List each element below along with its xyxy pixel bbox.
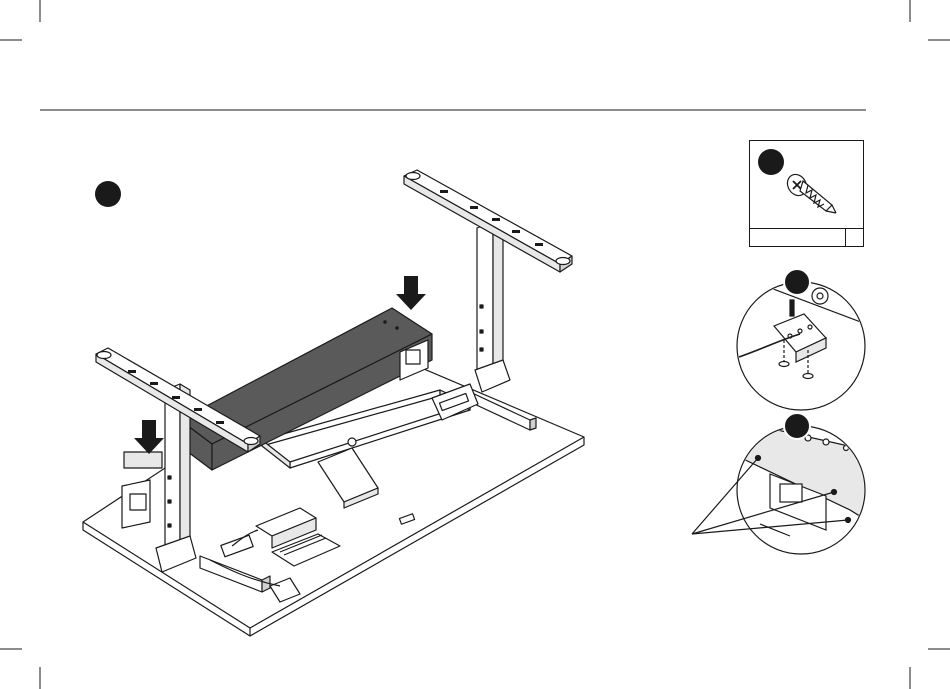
parts-quantity-row [750, 228, 863, 246]
control-box [122, 480, 150, 528]
down-arrow-near [134, 420, 164, 454]
parts-quantity-cell [845, 229, 863, 246]
wood-screw-icon [750, 141, 863, 229]
main-assembly-drawing [83, 170, 584, 636]
detail-circle-crossbar [692, 413, 866, 560]
parts-box [749, 140, 864, 247]
far-leg [475, 222, 510, 392]
down-arrow-far [396, 276, 426, 310]
part-badge [758, 149, 784, 175]
detail-badge-2 [784, 413, 810, 439]
step-badge [95, 181, 121, 207]
detail-circle-control-box [736, 269, 866, 410]
detail-badge-1 [784, 269, 810, 295]
